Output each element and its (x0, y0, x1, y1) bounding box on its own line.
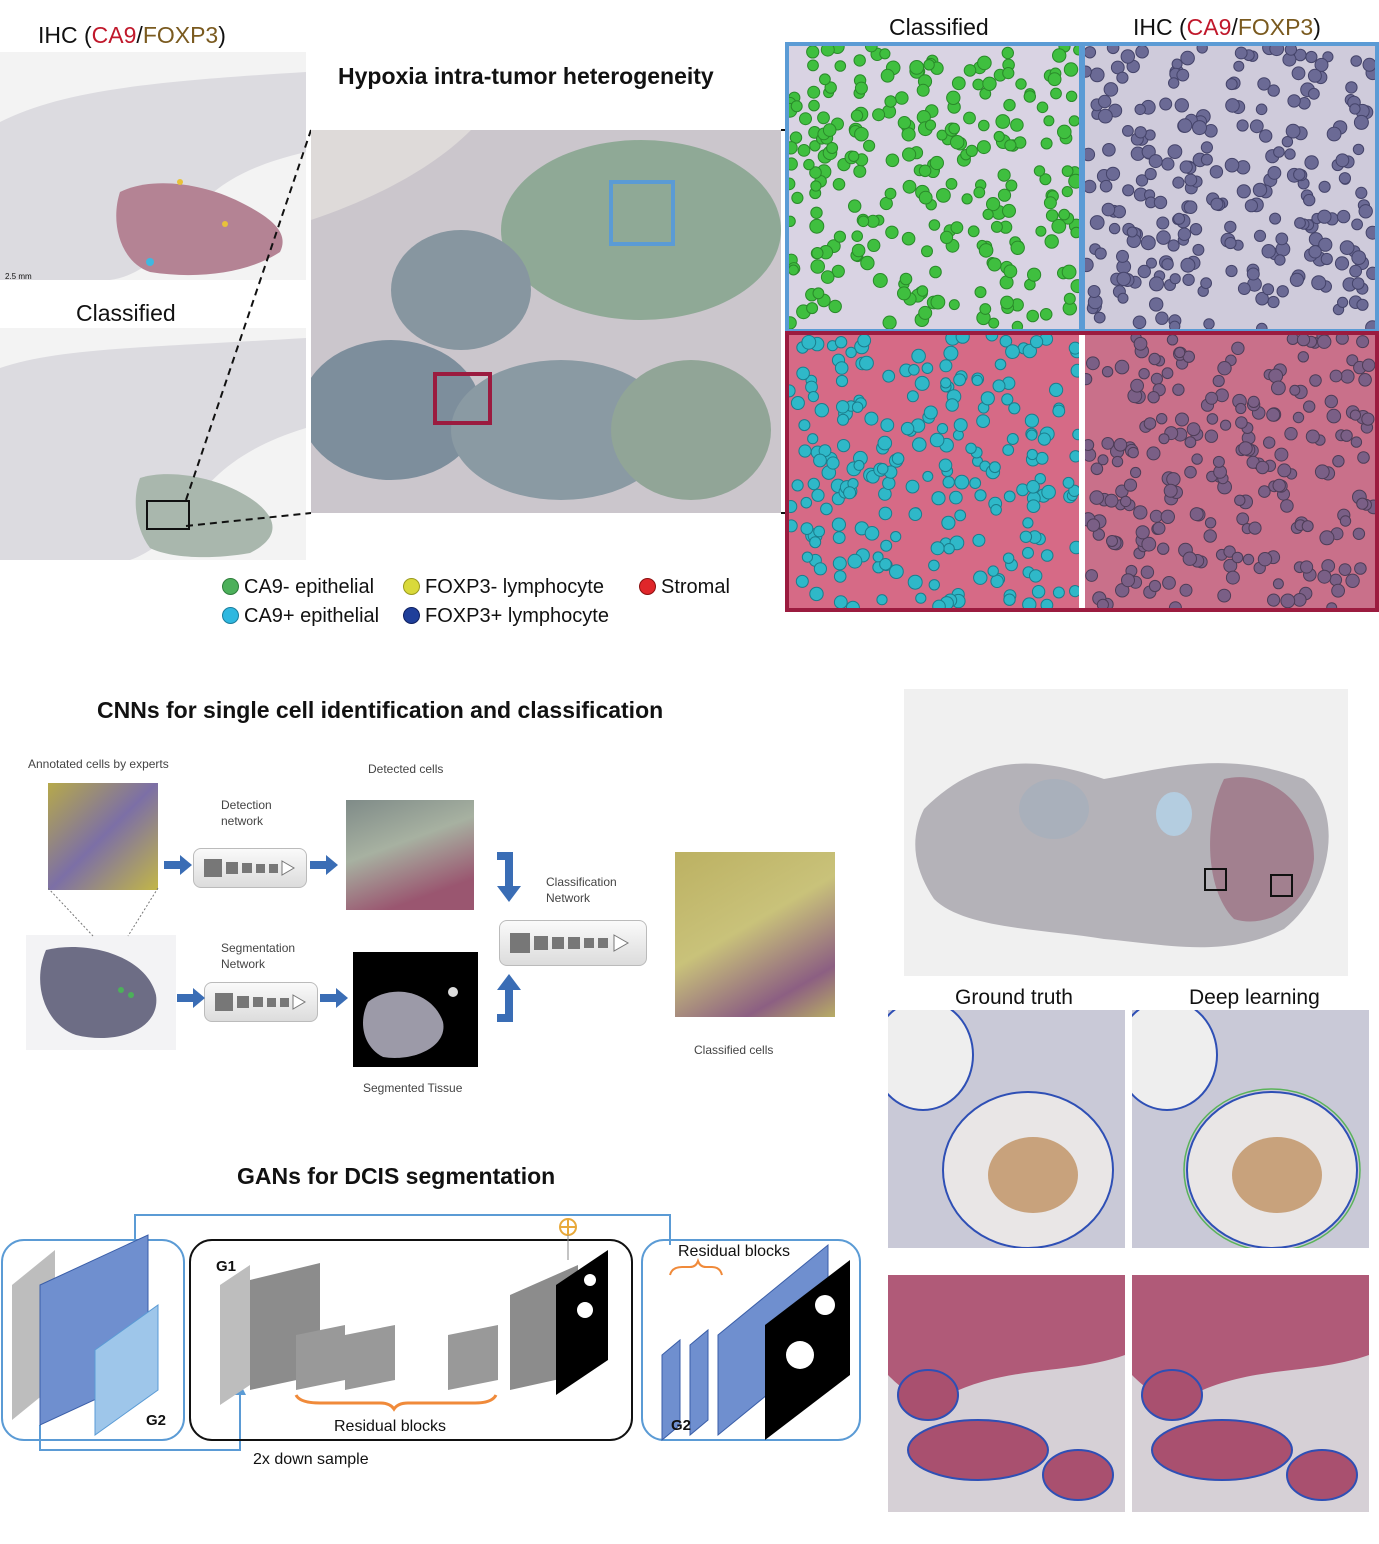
dotted-connector (48, 888, 159, 937)
ihc-label-right: IHC (CA9/FOXP3) (1133, 14, 1321, 40)
classified-slide-thumbnail (0, 328, 306, 560)
crimson-ihc-image (1085, 335, 1375, 608)
wsi-overview-image (904, 689, 1348, 976)
crimson-region-box (433, 372, 492, 425)
g2-label-right: G2 (671, 1417, 692, 1434)
deep-learning-image-2 (1132, 1275, 1369, 1512)
whole-slide-image (26, 935, 176, 1050)
legend-dot-icon (222, 607, 239, 624)
blue-classified-image (789, 46, 1079, 329)
arrow-right-icon (320, 988, 348, 1008)
classified-cells-label: Classified cells (694, 1043, 774, 1057)
ground-truth-image-1 (888, 1010, 1125, 1248)
blue-region-box (609, 180, 675, 246)
residual-blocks-label-right: Residual blocks (678, 1243, 791, 1260)
classification-network-label: Classification Network (546, 875, 617, 905)
classified-cells-image (675, 852, 835, 1017)
ihc-slide-thumbnail (0, 52, 306, 280)
zoom-region-box (146, 500, 190, 530)
legend-item-stromal: Stromal (639, 576, 730, 599)
legend-item-ca9-pos-epithelial: CA9+ epithelial (222, 605, 379, 628)
residual-blocks-label: Residual blocks (334, 1418, 447, 1435)
detection-network-block (193, 848, 307, 888)
arrow-bend-down-icon (497, 852, 521, 902)
legend-dot-icon (403, 578, 420, 595)
crimson-zoom-panel (785, 331, 1379, 612)
down-sample-label: 2x down sample (253, 1451, 369, 1468)
legend-item-foxp3-neg-lymphocyte: FOXP3- lymphocyte (403, 576, 604, 599)
scale-bar-label: 2.5 mm (5, 272, 32, 281)
roi-box (1204, 868, 1227, 891)
crimson-classified-image (789, 335, 1079, 608)
annotated-cells-image (48, 783, 158, 890)
legend-dot-icon (639, 578, 656, 595)
annotated-cells-label: Annotated cells by experts (28, 757, 169, 771)
deep-learning-image-1 (1132, 1010, 1369, 1248)
segmented-tissue-image (353, 952, 478, 1067)
classification-network-block (499, 920, 647, 966)
ground-truth-label: Ground truth (955, 986, 1073, 1009)
ihc-label-left: IHC (CA9/FOXP3) (38, 22, 226, 48)
classified-label-right: Classified (889, 14, 989, 40)
roi-box (1270, 874, 1293, 897)
classified-label-left: Classified (76, 300, 176, 326)
gan-diagram (1, 1214, 861, 1451)
detection-network-label: Detection network (221, 798, 272, 828)
blue-zoom-panel (785, 42, 1379, 333)
deep-learning-label: Deep learning (1189, 986, 1320, 1009)
g1-label: G1 (216, 1258, 237, 1275)
gan-title: GANs for DCIS segmentation (237, 1163, 556, 1189)
g2-label-left: G2 (146, 1412, 167, 1429)
hypoxia-title: Hypoxia intra-tumor heterogeneity (338, 63, 714, 89)
arrow-right-icon (177, 988, 205, 1008)
legend-item-ca9-neg-epithelial: CA9- epithelial (222, 576, 374, 599)
legend-dot-icon (222, 578, 239, 595)
detected-cells-label: Detected cells (368, 762, 444, 776)
arrow-bend-up-icon (497, 974, 521, 1022)
cnn-title: CNNs for single cell identification and … (97, 697, 664, 723)
arrow-right-icon (164, 855, 192, 875)
arrow-right-icon (310, 855, 338, 875)
ground-truth-image-2 (888, 1275, 1125, 1512)
legend-dot-icon (403, 607, 420, 624)
segmentation-network-label: Segmentation Network (221, 941, 296, 971)
main-tissue-image (311, 130, 781, 513)
segmented-tissue-label: Segmented Tissue (363, 1081, 463, 1095)
legend-item-foxp3-pos-lymphocyte: FOXP3+ lymphocyte (403, 605, 609, 628)
blue-ihc-image (1085, 46, 1375, 329)
detected-cells-image (346, 800, 474, 910)
segmentation-network-block (204, 982, 318, 1022)
